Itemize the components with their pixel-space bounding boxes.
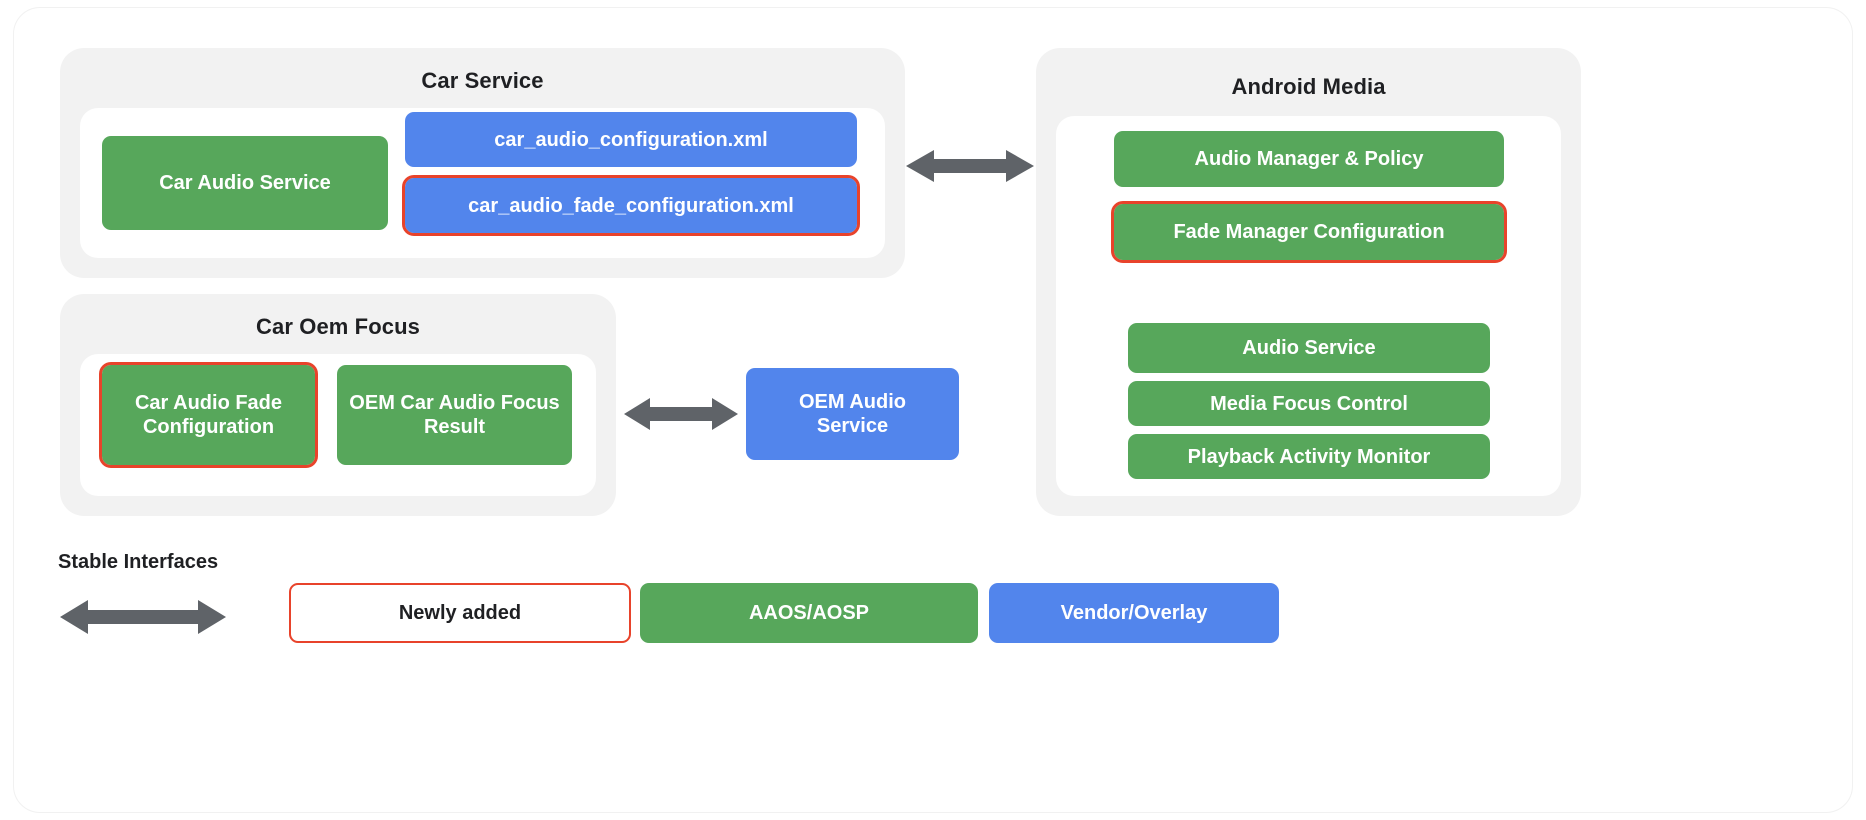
- legend-item-vendor-overlay-label: Vendor/Overlay: [1060, 601, 1208, 624]
- node-oem-audio-service-label-line1: OEM Audio: [798, 391, 907, 413]
- node-audio-manager-and-policy-label: Audio Manager & Policy: [1194, 148, 1424, 170]
- node-playback-activity-monitor[interactable]: Playback Activity Monitor: [1128, 434, 1490, 479]
- node-audio-manager-and-policy[interactable]: Audio Manager & Policy: [1114, 131, 1504, 187]
- node-media-focus-control[interactable]: Media Focus Control: [1128, 381, 1490, 426]
- node-car-audio-configuration-xml-label: car_audio_configuration.xml: [494, 128, 768, 151]
- node-car-audio-configuration-xml[interactable]: car_audio_configuration.xml: [405, 112, 857, 167]
- legend-stable-interfaces-label: Stable Interfaces: [58, 551, 219, 573]
- node-car-audio-fade-configuration[interactable]: Car Audio Fade Configuration: [99, 362, 318, 468]
- node-car-audio-fade-configuration-label: Car Audio Fade Configuration: [134, 392, 283, 438]
- group-android-media: Android Media Audio Manager & Policy Fad…: [1036, 48, 1581, 516]
- group-car-oem-focus-title: Car Oem Focus: [256, 314, 420, 339]
- diagram-canvas: Car Service Car Audio Service car_audio_…: [14, 8, 1852, 812]
- group-car-service-inner: Car Audio Service car_audio_configuratio…: [80, 108, 885, 258]
- legend-item-vendor-overlay[interactable]: Vendor/Overlay: [989, 583, 1279, 643]
- node-car-audio-service-label: Car Audio Service: [159, 172, 331, 194]
- node-oem-car-audio-focus-result[interactable]: OEM Car Audio Focus Result: [337, 365, 572, 465]
- node-oem-car-audio-focus-result-label: OEM Car Audio Focus Result: [349, 392, 560, 438]
- group-car-oem-focus-inner: Car Audio Fade Configuration OEM Car Aud…: [80, 354, 596, 496]
- node-media-focus-control-label: Media Focus Control: [1210, 392, 1408, 415]
- legend-item-aaos-aosp-label: AAOS/AOSP: [748, 601, 870, 624]
- connector-car-service-to-android-media: [904, 144, 1036, 188]
- group-android-media-title: Android Media: [1231, 74, 1386, 99]
- legend-item-newly-added[interactable]: Newly added: [289, 583, 631, 643]
- node-car-audio-fade-configuration-xml[interactable]: car_audio_fade_configuration.xml: [402, 175, 860, 236]
- node-oem-audio-service-label-line2: Service: [816, 415, 889, 437]
- legend-item-newly-added-label: Newly added: [398, 601, 522, 624]
- node-car-audio-service[interactable]: Car Audio Service: [102, 136, 388, 230]
- group-car-service: Car Service Car Audio Service car_audio_…: [60, 48, 905, 278]
- group-car-service-title: Car Service: [421, 68, 544, 93]
- connector-car-oem-focus-to-oem-audio-service: [622, 392, 740, 436]
- node-fade-manager-configuration[interactable]: Fade Manager Configuration: [1111, 201, 1507, 263]
- group-android-media-inner: Audio Manager & Policy Fade Manager Conf…: [1056, 116, 1561, 496]
- node-audio-service[interactable]: Audio Service: [1128, 323, 1490, 373]
- node-audio-service-label: Audio Service: [1242, 337, 1376, 359]
- legend-stable-interfaces-arrow-icon: [58, 595, 228, 639]
- node-car-audio-fade-configuration-xml-label: car_audio_fade_configuration.xml: [468, 194, 794, 217]
- node-playback-activity-monitor-label: Playback Activity Monitor: [1187, 445, 1431, 468]
- group-car-oem-focus: Car Oem Focus Car Audio Fade Configurati…: [60, 294, 616, 516]
- node-fade-manager-configuration-label: Fade Manager Configuration: [1173, 221, 1445, 243]
- node-oem-audio-service[interactable]: OEM Audio Service: [746, 368, 959, 460]
- legend-item-aaos-aosp[interactable]: AAOS/AOSP: [640, 583, 978, 643]
